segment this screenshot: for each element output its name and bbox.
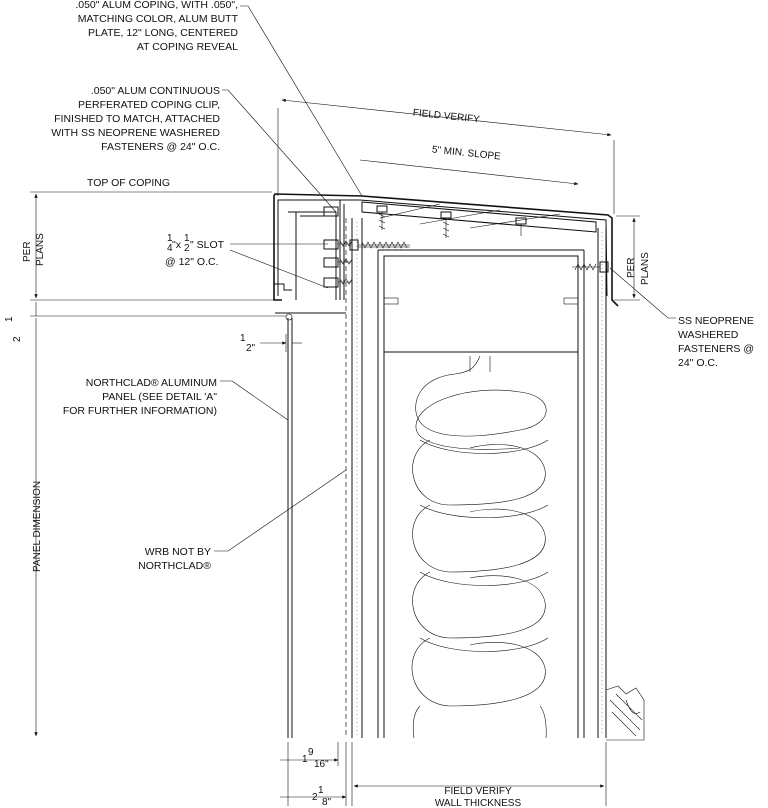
- blocking-hatch: [361, 203, 597, 233]
- dim-1916-den: 16": [314, 759, 329, 770]
- clip-tab-left: [383, 297, 399, 305]
- interior-fastener: [572, 261, 609, 273]
- ss-note-1: SS NEOPRENE: [678, 315, 754, 327]
- leader-slot: [229, 243, 329, 289]
- slot-a-num: 1: [167, 233, 173, 244]
- clip-note-2: PERFERATED COPING CLIP,: [78, 99, 220, 111]
- clip-tab-right: [563, 297, 579, 305]
- ss-note-3: FASTENERS @: [678, 343, 754, 355]
- sloped-blocking: [361, 201, 597, 233]
- coping-assembly: [273, 193, 619, 307]
- notes: .050" ALUM COPING, WITH .050", MATCHING …: [51, 0, 754, 572]
- per-plans-right-1: PER: [626, 257, 637, 278]
- ss-note-4: 24" O.C.: [678, 357, 718, 369]
- clip-fasteners: [323, 206, 353, 288]
- per-plans-right-2: PLANS: [640, 252, 651, 285]
- half-left-num: 1: [4, 316, 15, 322]
- clip-note-5: FASTENERS @ 24" O.C.: [101, 141, 220, 153]
- leader-wrb: [214, 469, 347, 552]
- slot-note: 1 4 "x 1 2 " SLOT @ 12" O.C.: [165, 233, 225, 268]
- coping-note-4: AT COPING REVEAL: [137, 41, 238, 53]
- dim-1916-num: 9: [308, 747, 314, 758]
- per-plans-left-2: PLANS: [35, 233, 46, 266]
- clip-note-3: FINISHED TO MATCH, ATTACHED: [54, 113, 220, 125]
- ss-note-2: WASHERED: [678, 329, 739, 341]
- dim-218-whole: 2: [312, 792, 318, 803]
- field-verify-top: FIELD VERIFY: [412, 108, 480, 126]
- dim-218-num: 1: [318, 785, 324, 796]
- coping-cleat: [339, 200, 345, 300]
- slot-a-den: 4: [167, 243, 173, 254]
- slot-b-den: 2: [184, 243, 190, 254]
- top-blocking: [383, 255, 579, 353]
- clip-note-4: WITH SS NEOPRENE WASHERED: [51, 127, 220, 139]
- coping-note-1: .050" ALUM COPING, WITH .050",: [75, 0, 238, 11]
- coping-drip: [273, 283, 292, 300]
- batt-insulation: [411, 355, 549, 739]
- per-plans-left-1: PER: [22, 241, 33, 262]
- leader-clip: [222, 89, 337, 213]
- coping-note-2: MATCHING COLOR, ALUM BUTT: [78, 13, 239, 25]
- coping-cap-inner: [277, 199, 608, 297]
- panel-note-2: PANEL (SEE DETAIL 'A": [102, 391, 217, 403]
- slot-b-num: 1: [184, 233, 190, 244]
- half-mid-num: 1: [240, 333, 246, 344]
- panel-note-1: NORTHCLAD® ALUMINUM: [86, 377, 217, 389]
- wrb-note-2: NORTHCLAD®: [138, 560, 211, 572]
- half-mid-den: 2": [246, 343, 256, 354]
- leader-ss-fastener: [609, 267, 676, 319]
- coping-note-3: PLATE, 12" LONG, CENTERED: [88, 27, 238, 39]
- dimension-text: FIELD VERIFY 5" MIN. SLOPE PER PLANS PER…: [4, 108, 651, 808]
- panel-note-3: FOR FURTHER INFORMATION): [63, 405, 217, 417]
- half-left-den: 2: [12, 336, 23, 342]
- aluminum-panel: [275, 312, 346, 738]
- floor-hatch: [605, 685, 645, 741]
- wall-thickness-2: WALL THICKNESS: [435, 798, 522, 808]
- coping-top-fasteners: [349, 205, 527, 251]
- wall-thickness-1: FIELD VERIFY: [444, 786, 512, 797]
- dimension-lines: [30, 98, 640, 806]
- slot-x: "x: [172, 239, 182, 251]
- slot-suffix: " SLOT: [190, 239, 225, 251]
- min-slope-label: 5" MIN. SLOPE: [431, 144, 501, 162]
- wall-assembly: [345, 218, 645, 741]
- dim-218-den: 8": [322, 797, 332, 808]
- dim-1916-whole: 1: [302, 754, 308, 765]
- wrb-note-1: WRB NOT BY: [145, 546, 211, 558]
- panel-top-return: [285, 313, 293, 321]
- slot-note-2: @ 12" O.C.: [165, 256, 218, 268]
- clip-note-1: .050" ALUM CONTINUOUS: [91, 85, 220, 97]
- leader-panel: [220, 380, 289, 421]
- panel-dimension-label: PANEL DIMENSION: [32, 481, 43, 572]
- top-of-coping-label: TOP OF COPING: [87, 177, 170, 189]
- leader-coping: [240, 5, 363, 197]
